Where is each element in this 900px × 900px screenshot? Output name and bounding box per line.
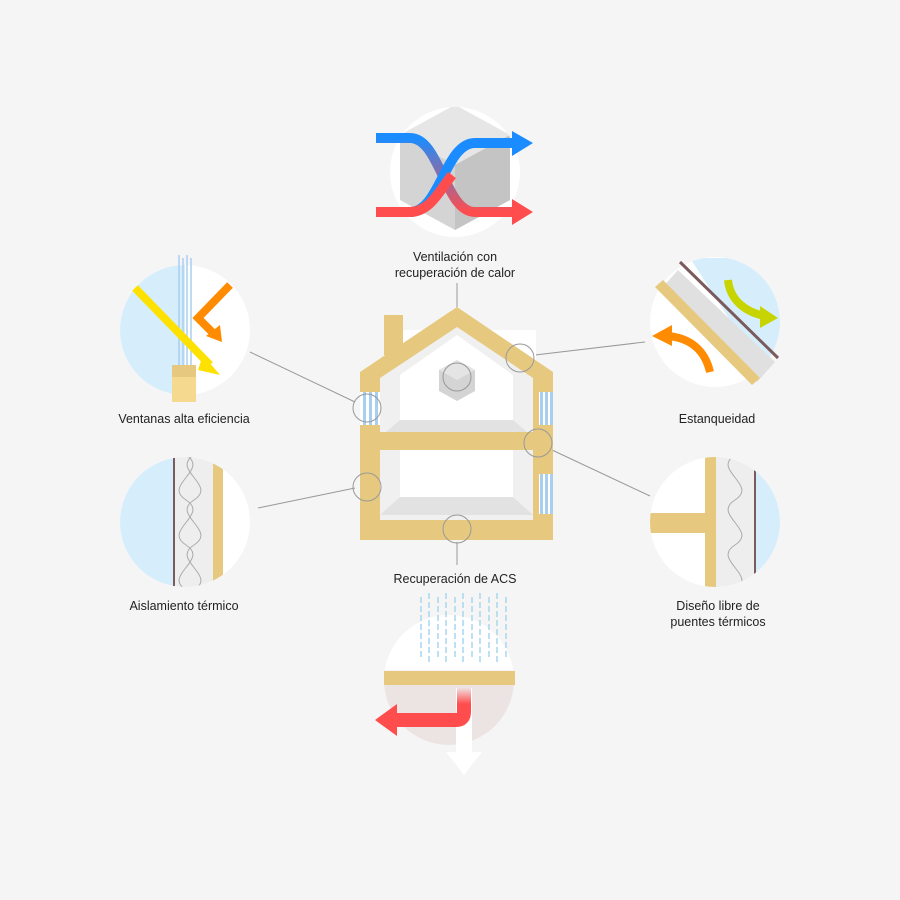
ventilation-unit-icon	[439, 360, 475, 401]
connector-thermal-bridges	[551, 449, 651, 497]
floor-slab	[384, 671, 515, 685]
windows-illustration	[120, 255, 250, 402]
insulation-illustration	[120, 457, 250, 587]
connector-windows	[249, 351, 356, 403]
house-cross-section	[352, 307, 553, 544]
foundation-slab	[360, 520, 553, 540]
lower-floor	[380, 497, 533, 515]
window-glazing	[360, 392, 553, 514]
chimney	[384, 315, 403, 355]
heat-arrow-icon	[667, 332, 714, 374]
wall-layer	[660, 270, 775, 382]
window-frame	[172, 365, 196, 377]
left-wall	[360, 390, 380, 540]
connector-insulation	[257, 487, 356, 509]
label-ventilation: Ventilación con recuperación de calor	[395, 249, 515, 281]
heat-reflect-arrow-icon	[192, 282, 233, 338]
middle-slab	[380, 432, 553, 450]
label-hot-water-recovery: Recuperación de ACS	[393, 572, 517, 586]
label-insulation: Aislamiento térmico	[129, 599, 239, 613]
label-thermal-bridges-line1: Diseño libre de	[676, 599, 760, 613]
label-ventilation-line2: recuperación de calor	[394, 266, 516, 280]
heat-recovery-arrow-icon	[395, 688, 471, 727]
label-windows: Ventanas alta eficiencia	[118, 412, 250, 426]
thermal-bridges-illustration	[650, 457, 780, 587]
label-ventilation-line1: Ventilación con	[412, 250, 498, 264]
water-drops-icon	[420, 593, 507, 665]
connector-lines	[249, 283, 651, 565]
ventilation-illustration	[376, 107, 533, 237]
connector-airtightness	[534, 341, 646, 356]
insulation-wave-icon	[727, 457, 743, 587]
roof	[360, 307, 553, 392]
label-thermal-bridges: Diseño libre de puentes térmicos	[670, 598, 765, 630]
hot-water-recovery-illustration	[375, 593, 515, 775]
detail-markers	[352, 343, 553, 544]
sunlight-arrow-icon	[132, 285, 213, 368]
insulation-wave-icon	[186, 457, 202, 587]
label-airtightness: Estanqueidad	[678, 412, 756, 426]
label-thermal-bridges-line2: puentes térmicos	[670, 615, 766, 629]
airtightness-illustration	[650, 257, 780, 387]
